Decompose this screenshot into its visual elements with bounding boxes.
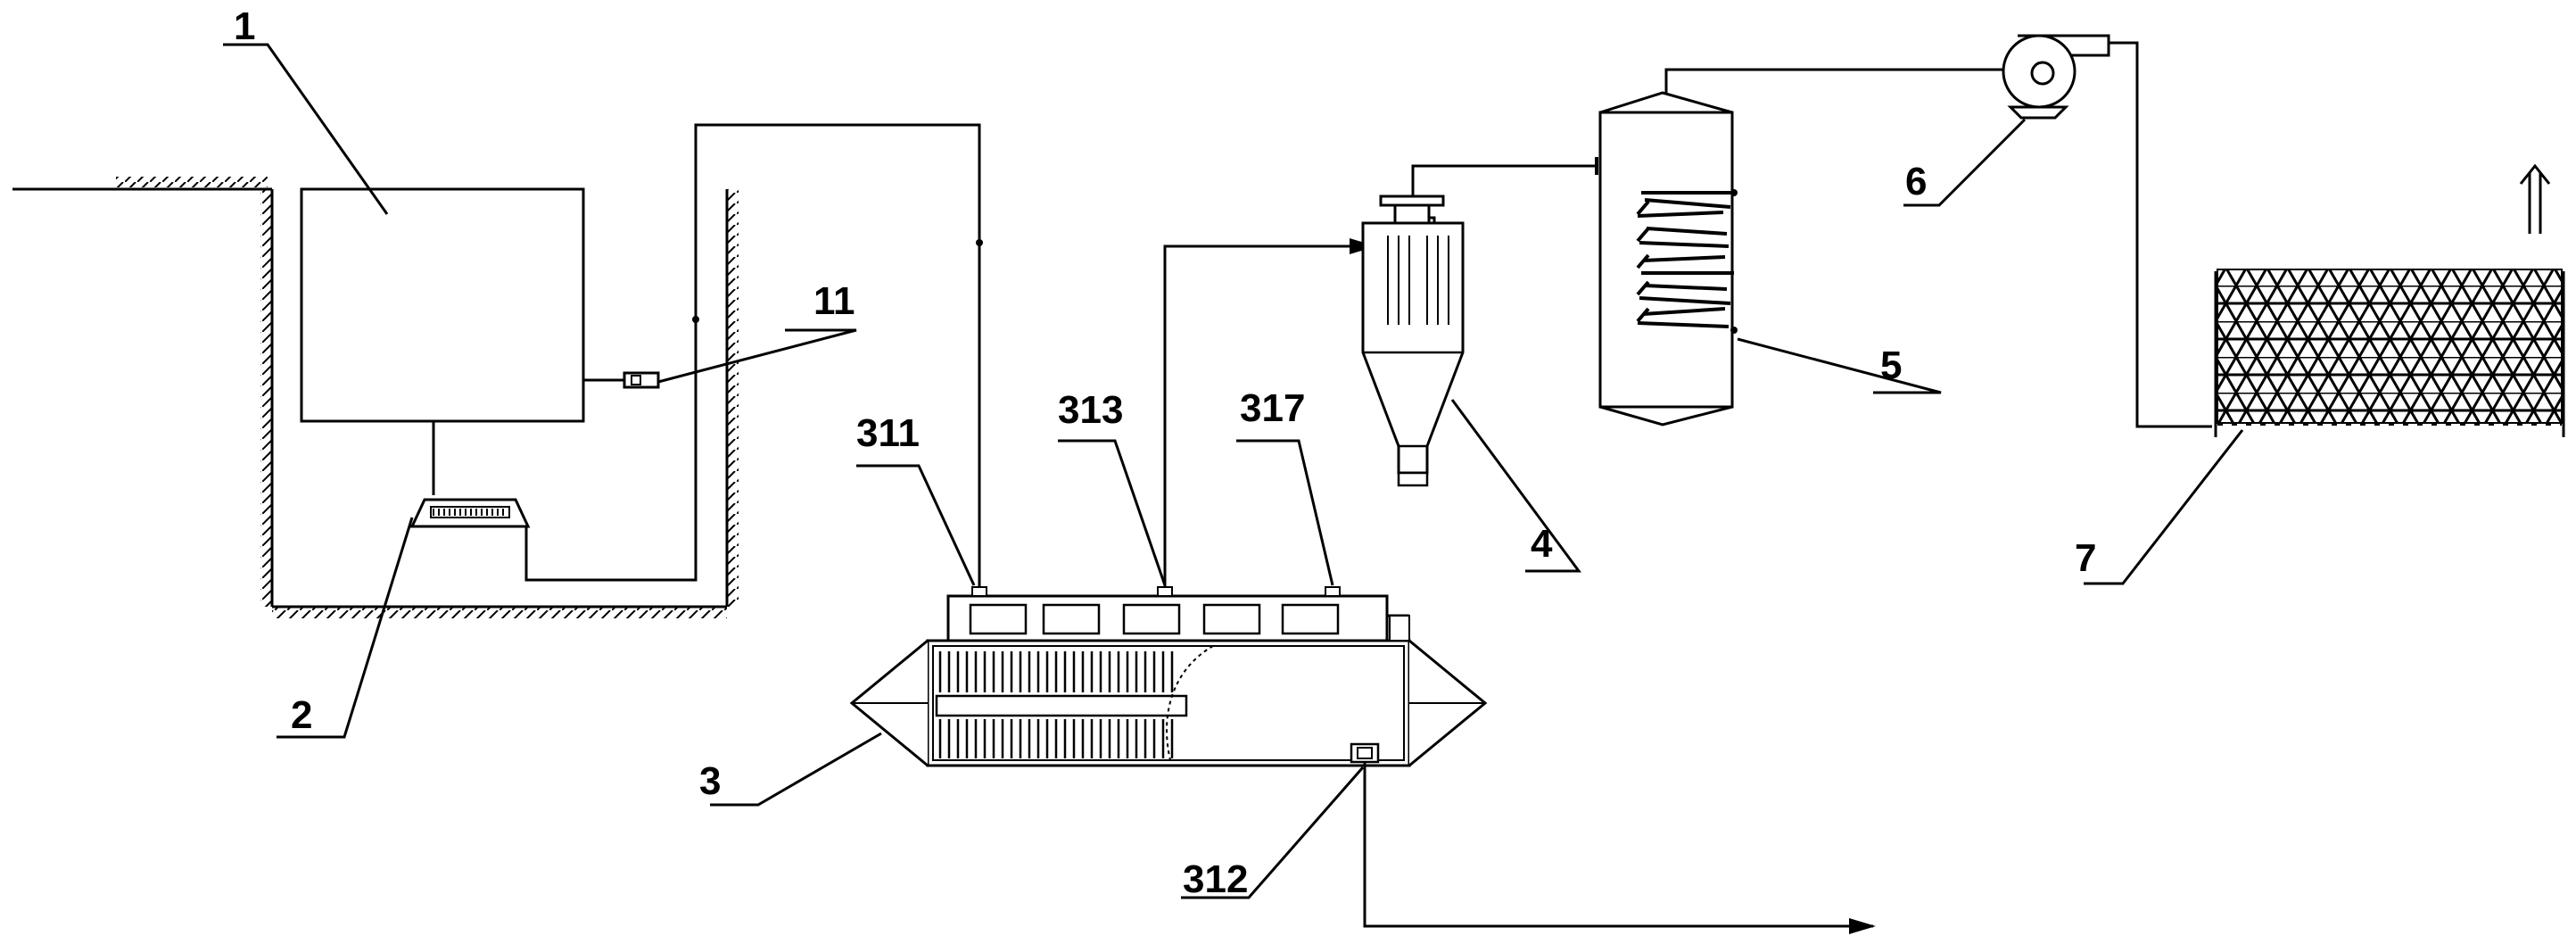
label-3: 3: [699, 759, 721, 803]
label-317: 317: [1240, 386, 1305, 430]
pit: [12, 177, 739, 618]
label-2: 2: [291, 693, 312, 737]
fan-6: [2002, 34, 2110, 120]
tank-1: [300, 187, 585, 495]
biofilter-7: [2214, 163, 2565, 437]
cyclone-4: [1361, 195, 1465, 487]
label-4: 4: [1531, 522, 1553, 566]
label-6: 6: [1905, 160, 1927, 203]
label-11: 11: [813, 279, 855, 323]
label-7: 7: [2075, 536, 2096, 580]
leaders: [223, 43, 2244, 899]
label-311: 311: [856, 411, 920, 455]
label-5: 5: [1880, 344, 1902, 387]
pump-2: [409, 498, 531, 528]
label-1: 1: [234, 4, 255, 48]
reactor-3: [849, 594, 1488, 767]
label-312: 312: [1183, 857, 1248, 901]
tower-5: [1598, 91, 1738, 426]
nozzles: [971, 586, 1341, 597]
label-313: 313: [1058, 388, 1123, 432]
valve-11: [583, 371, 660, 389]
